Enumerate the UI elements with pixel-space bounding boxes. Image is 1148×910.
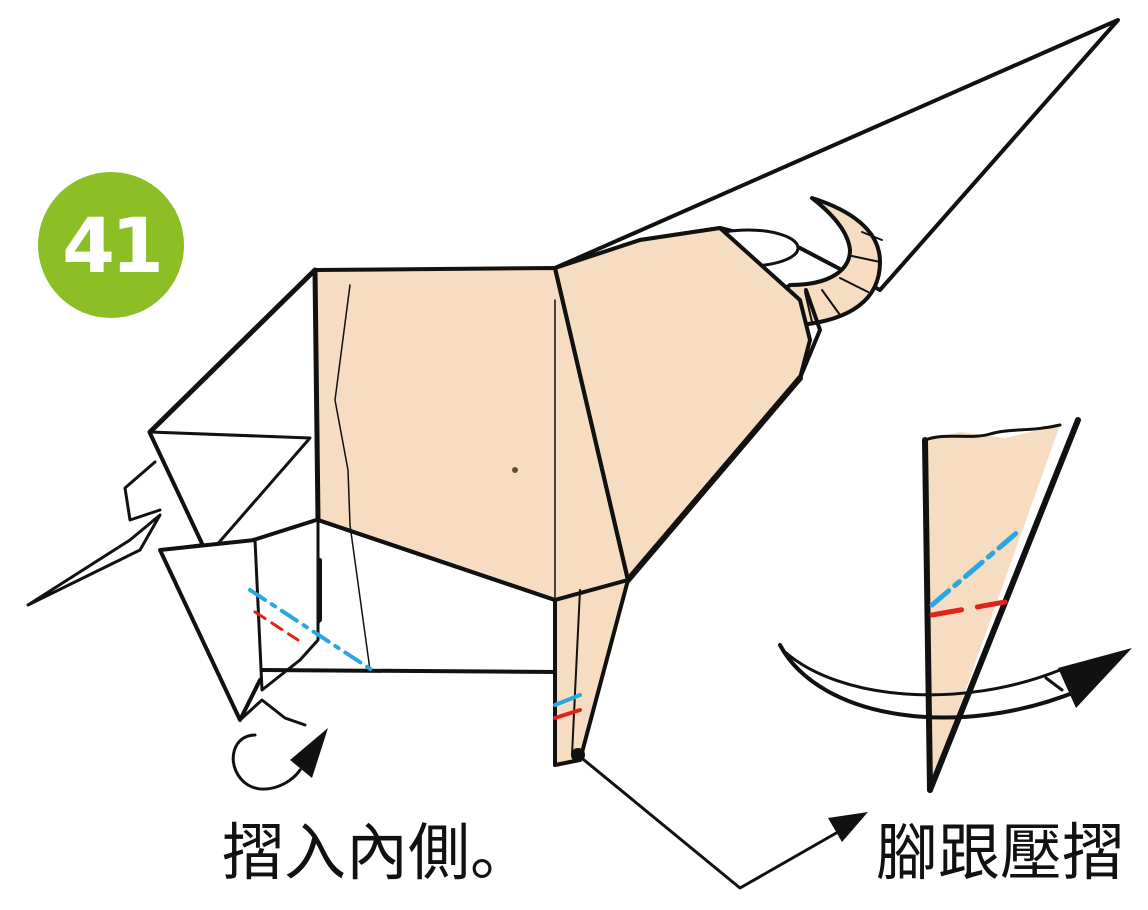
- front-legs: [158, 518, 557, 727]
- curved-arrow-icon: [778, 643, 1132, 720]
- bull-body: [313, 226, 822, 671]
- caption-heel-squash: 腳跟壓摺: [876, 816, 1125, 889]
- step-number-badge: 41: [38, 172, 184, 318]
- step-number: 41: [62, 200, 164, 290]
- rear-leg: [553, 578, 630, 767]
- rotate-arrow-icon: [231, 728, 328, 791]
- caption-fold-inside: 摺入內側。: [222, 816, 533, 889]
- pointer-arrow-icon: [576, 753, 868, 890]
- bull-head: [26, 267, 321, 607]
- leg-detail-inset: [922, 417, 1081, 793]
